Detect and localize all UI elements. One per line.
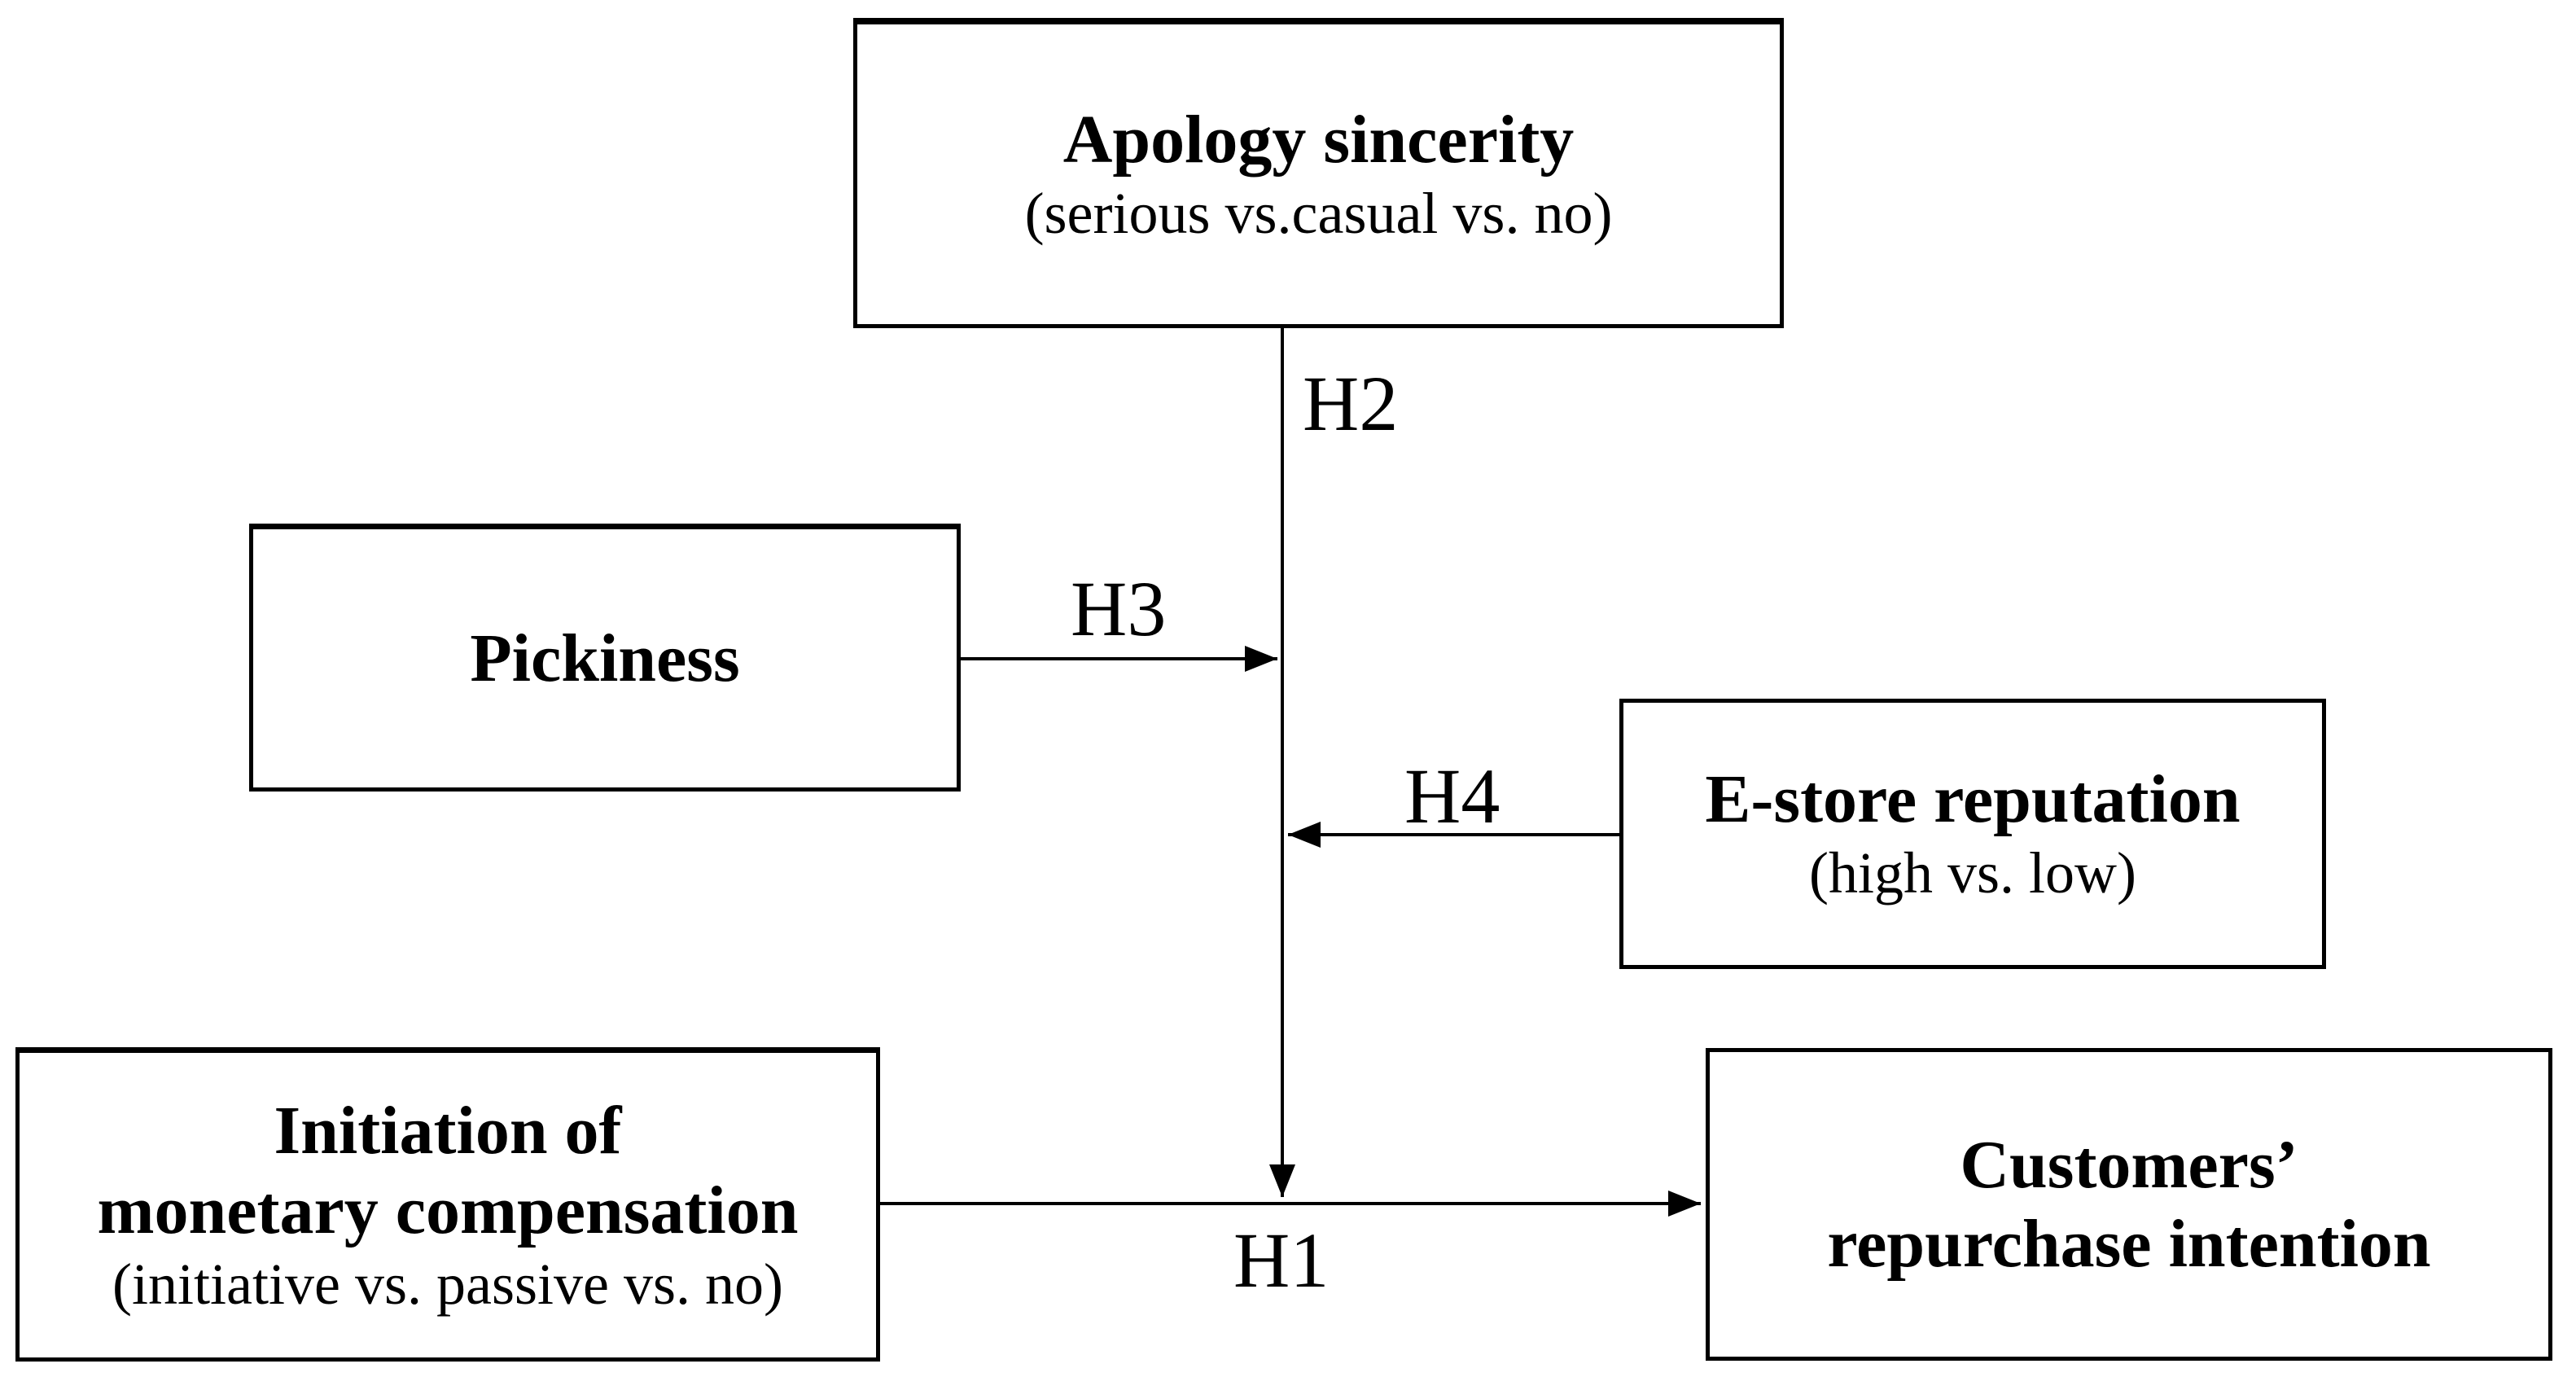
estore-reputation-box: E-store reputation (high vs. low) xyxy=(1619,699,2326,969)
apology-sincerity-title: Apology sincerity xyxy=(1062,101,1575,178)
h1-hypothesis-label: H1 xyxy=(1233,1217,1330,1304)
initiation-subtitle: (initiative vs. passive vs. no) xyxy=(112,1251,783,1317)
estore-reputation-title: E-store reputation xyxy=(1705,761,2241,837)
initiation-monetary-compensation-box: Initiation of monetary compensation (ini… xyxy=(15,1047,880,1362)
estore-reputation-subtitle: (high vs. low) xyxy=(1809,840,2136,906)
customers-title-line2: repurchase intention xyxy=(1827,1206,2431,1282)
initiation-title-line1: Initiation of xyxy=(274,1093,622,1169)
pickiness-box: Pickiness xyxy=(249,524,961,792)
apology-sincerity-box: Apology sincerity (serious vs.casual vs.… xyxy=(853,18,1784,328)
h2-hypothesis-label: H2 xyxy=(1303,360,1399,447)
pickiness-title: Pickiness xyxy=(470,620,740,696)
h3-hypothesis-label: H3 xyxy=(1071,565,1167,652)
initiation-title-line2: monetary compensation xyxy=(97,1172,799,1248)
customers-repurchase-intention-box: Customers’ repurchase intention xyxy=(1706,1048,2552,1361)
apology-sincerity-subtitle: (serious vs.casual vs. no) xyxy=(1024,181,1613,247)
customers-title-line1: Customers’ xyxy=(1960,1126,2298,1203)
h4-hypothesis-label: H4 xyxy=(1404,752,1500,840)
